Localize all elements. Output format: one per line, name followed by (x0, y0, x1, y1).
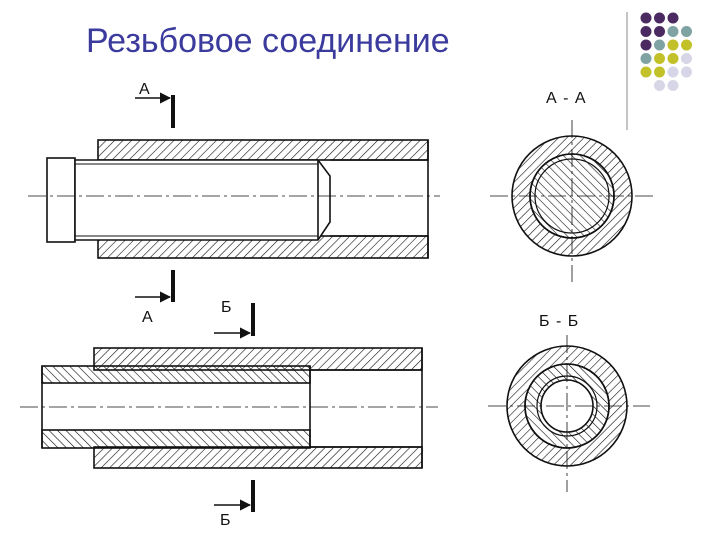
decor-dot (681, 53, 692, 64)
decor-dot (654, 39, 665, 51)
section-bb-label: Б - Б (539, 313, 579, 330)
bolt-head (46, 157, 76, 243)
decor-dot (654, 53, 665, 64)
cut-plane-a (135, 92, 175, 303)
cut-plane-b (214, 303, 255, 512)
bolt-body (74, 159, 331, 241)
decor-dot (640, 66, 652, 78)
decor-dot (654, 66, 665, 78)
decor-dot (640, 53, 652, 64)
decor-dot (681, 39, 692, 51)
top-assembly (46, 139, 429, 259)
decor-dot (640, 39, 652, 51)
bottom-outer-wall-lower (93, 446, 423, 469)
bottom-assembly (41, 347, 423, 469)
decor-dot (667, 66, 679, 78)
top-sleeve-wall-upper (97, 139, 429, 161)
decor-dot (654, 80, 665, 91)
decor-dot (640, 26, 652, 37)
bottom-inner-thread-lower (41, 429, 311, 449)
decor-dot (640, 12, 652, 24)
decor-dot (681, 26, 692, 37)
decor-dot (667, 39, 679, 51)
section-bb (488, 335, 650, 492)
bottom-inner-thread-upper (41, 365, 311, 384)
cut-a-top-label: А (139, 81, 150, 98)
section-aa-label: А - А (546, 90, 587, 107)
decor-dot (654, 26, 665, 37)
decor-dot (667, 26, 679, 37)
cut-a-bottom-label: А (142, 309, 153, 326)
decor-dot (681, 66, 692, 78)
decor-dot (667, 53, 679, 64)
cut-b-bottom-label: Б (220, 512, 231, 529)
decor-dot (667, 12, 679, 24)
decor-dot-grid (640, 12, 692, 91)
section-aa (490, 120, 655, 282)
cut-b-top-label: Б (221, 299, 232, 316)
decor-dot (654, 12, 665, 24)
decor-dot (667, 80, 679, 91)
slide-title: Резьбовое соединение (86, 22, 450, 60)
